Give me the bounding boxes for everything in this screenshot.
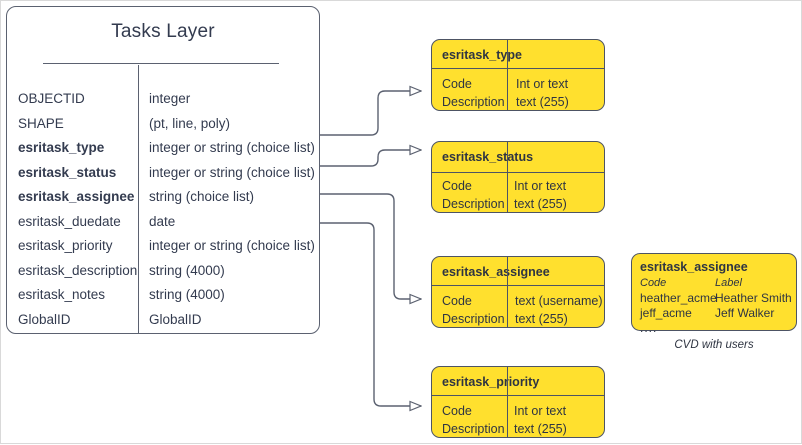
column-divider: [138, 65, 140, 333]
field-type: integer: [149, 91, 191, 106]
field-type: string (4000): [149, 287, 225, 302]
field-name: SHAPE: [18, 115, 64, 131]
field-name: esritask_description: [18, 262, 138, 278]
field-row: GlobalID GlobalID: [7, 308, 319, 333]
cvd-caption: CVD with users: [674, 339, 754, 351]
page-title: Tasks Layer: [111, 21, 215, 42]
field-type: integer or string (choice list): [149, 238, 315, 253]
domain-title: esritask_priority: [442, 375, 540, 389]
cvd-code-cell: heather_acme: [640, 291, 717, 305]
field-name: esritask_notes: [18, 287, 106, 302]
cvd-label-cell: Jeff Walker: [715, 306, 775, 320]
cvd-title: esritask_assignee: [640, 260, 748, 274]
cvd-label-cell: Heather Smith: [715, 291, 792, 305]
title-divider: [43, 63, 279, 65]
domain-title: esritask_type: [442, 48, 522, 62]
domain-header-divider: [432, 395, 604, 397]
connector-status: [320, 150, 421, 167]
domain-header-divider: [432, 172, 604, 174]
domain-column-divider: [507, 40, 509, 110]
domain-title: esritask_assignee: [442, 265, 550, 279]
field-name: esritask_assignee: [18, 189, 135, 204]
field-name: esritask_priority: [18, 238, 113, 253]
field-type: date: [149, 213, 176, 229]
domain-column-divider: [507, 367, 509, 437]
field-row: esritask_type integer or string (choice l…: [7, 136, 319, 161]
field-name: esritask_type: [18, 140, 105, 155]
field-row: esritask_status integer or string (choice…: [7, 161, 319, 186]
field-type: (pt, line, poly): [149, 115, 231, 131]
field-type: integer or string (choice list): [149, 140, 315, 155]
field-name: esritask_duedate: [18, 213, 121, 229]
field-type: integer or string (choice list): [149, 164, 315, 180]
field-row: esritask_priority integer or string (choi…: [7, 234, 319, 259]
field-row: OBJECTID integer: [7, 87, 319, 112]
field-type: GlobalID: [149, 311, 202, 327]
domain-header-divider: [432, 68, 604, 70]
field-name: esritask_status: [18, 164, 117, 180]
cvd-row: jeff_acme Jeff Walker: [640, 306, 794, 321]
connector-priority: [320, 222, 421, 406]
cvd-code-cell: jeff_acme: [640, 306, 692, 320]
cvd-label-cell: Label: [715, 277, 742, 289]
connector-assignee: [320, 193, 421, 299]
cvd-code-cell: ....: [640, 321, 658, 335]
domain-column-divider: [507, 142, 509, 212]
cvd-row: ....: [640, 321, 794, 336]
field-row: esritask_assignee string (choice list): [7, 185, 319, 210]
field-row: esritask_description string (4000): [7, 259, 319, 284]
field-row: esritask_notes string (4000): [7, 283, 319, 308]
domain-header-divider: [432, 285, 604, 287]
field-type: string (choice list): [149, 189, 255, 204]
field-name: OBJECTID: [18, 91, 85, 106]
domain-right-column: text (username)text (255): [515, 294, 603, 326]
field-type: string (4000): [149, 262, 225, 278]
field-row: SHAPE (pt, line, poly): [7, 112, 319, 137]
cvd-code-cell: Code: [640, 277, 667, 289]
connector-type: [320, 91, 421, 136]
cvd-header-row: Code Label: [640, 276, 794, 291]
field-row: esritask_duedate date: [7, 210, 319, 235]
domain-column-divider: [507, 257, 509, 327]
field-name: GlobalID: [18, 311, 71, 327]
domain-title: esritask_status: [442, 150, 534, 164]
